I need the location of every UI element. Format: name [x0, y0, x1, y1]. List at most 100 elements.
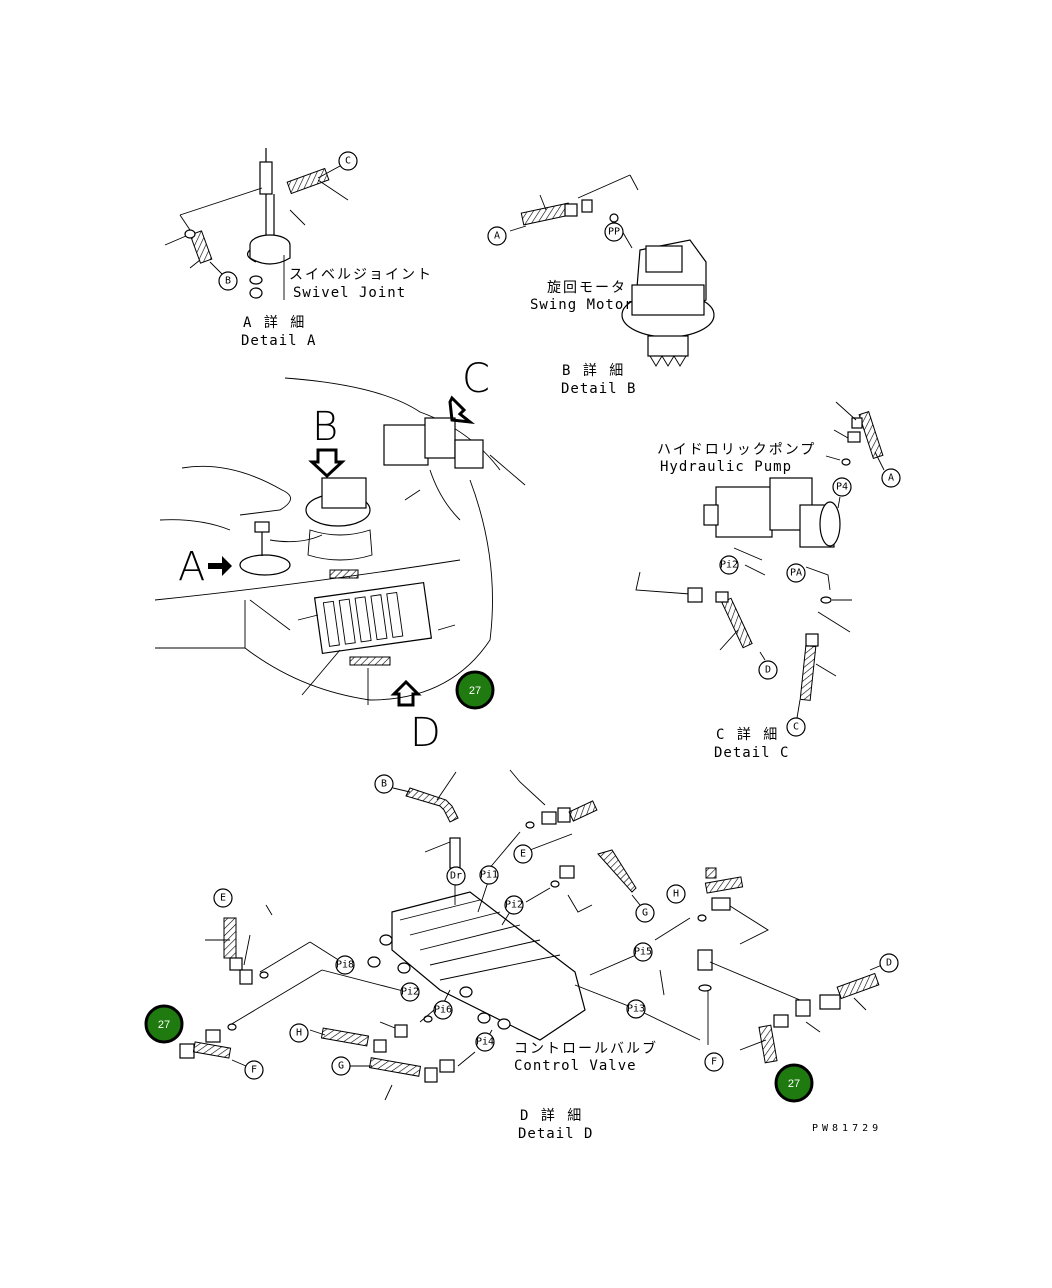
callout-c-circle [786, 717, 806, 737]
callout-c: C [345, 156, 351, 167]
detail-a-title-jp: A 詳 細 [243, 315, 306, 331]
callout-h-bottom: H [296, 1028, 302, 1039]
view-c-arrow [448, 395, 475, 425]
port-pi6: Pi6 [434, 1005, 452, 1016]
callout-b-circle [374, 774, 394, 794]
port-pi2-circle [504, 895, 524, 915]
badge-right-label: 27 [788, 1078, 800, 1090]
port-pi2: Pi2 [720, 560, 738, 571]
callout-b-circle [218, 271, 238, 291]
port-pi2: Pi2 [505, 900, 523, 911]
swing-motor-label-en: Swing Motor [530, 297, 634, 313]
callout-f-left: F [251, 1065, 257, 1076]
view-a-arrow [208, 556, 232, 576]
drawing-number: PW81729 [812, 1123, 882, 1134]
hydraulic-pump-label-en: Hydraulic Pump [660, 459, 792, 475]
port-pi1-circle [479, 865, 499, 885]
callout-d: D [765, 665, 771, 676]
control-valve-drawing [179, 769, 883, 1101]
detail-c: A P4 Pi2 PA D C ハイドロリックポンプ Hydraulic Pum… [635, 401, 901, 761]
callout-d-circle [879, 953, 899, 973]
port-pi2b: Pi2 [401, 987, 419, 998]
view-b-arrow [308, 448, 346, 479]
detail-d: B E G H E D H G F F Dr Pi1 Pi2 Pi5 Pi3 P… [179, 769, 899, 1142]
callout-h-top: H [673, 889, 679, 900]
detail-b: A PP 旋回モータ Swing Motor B 詳 細 Detail B [487, 174, 715, 397]
callout-g-top-circle [635, 903, 655, 923]
control-valve-label-jp: コントロールバルブ [514, 1040, 658, 1057]
port-pi3: Pi3 [627, 1004, 645, 1015]
callout-f-right: F [711, 1057, 717, 1068]
callout-e-left: E [220, 893, 226, 904]
callout-a-circle [881, 468, 901, 488]
callout-b: B [381, 779, 387, 790]
view-d-arrow [390, 679, 422, 707]
callout-c: C [793, 722, 799, 733]
callout-c-circle [338, 151, 358, 171]
port-pi5-circle [633, 942, 653, 962]
detail-b-title-jp: B 詳 細 [562, 363, 625, 379]
port-pi3-circle [626, 999, 646, 1019]
port-pi5: Pi5 [634, 947, 652, 958]
port-dr-circle [446, 866, 466, 886]
detail-a: C B スイベルジョイント Swivel Joint A 詳 細 Detail … [164, 148, 433, 349]
port-pi4-circle [475, 1032, 495, 1052]
callout-e-top: E [520, 849, 526, 860]
callout-e-top-circle [513, 844, 533, 864]
swivel-joint-label-en: Swivel Joint [293, 285, 406, 301]
badge-left-label: 27 [158, 1019, 170, 1031]
callout-d: D [886, 958, 892, 969]
hydraulic-pump-label-jp: ハイドロリックポンプ [657, 442, 816, 458]
view-d-label: D [410, 710, 441, 756]
port-pa: PA [790, 568, 802, 579]
detail-d-title-en: Detail D [518, 1126, 593, 1142]
port-pa-circle [786, 563, 806, 583]
badge-overview[interactable]: 27 [455, 670, 495, 710]
swivel-joint-drawing [164, 148, 349, 300]
port-pi8: Pi8 [336, 960, 354, 971]
swivel-joint-label-jp: スイベルジョイント [289, 267, 433, 283]
badge-overview-circle[interactable] [455, 670, 495, 710]
hydraulic-pump-drawing [635, 401, 885, 719]
detail-a-title-en: Detail A [241, 333, 316, 349]
port-pi8-circle [335, 955, 355, 975]
port-pi1: Pi1 [480, 870, 498, 881]
port-pi6-circle [433, 1000, 453, 1020]
port-pi4: Pi4 [476, 1037, 494, 1048]
callout-d-circle [758, 660, 778, 680]
callout-b: B [225, 276, 231, 287]
callout-f-left-circle [244, 1060, 264, 1080]
machine-overview: A B C D [154, 356, 526, 756]
view-c-label: C [462, 356, 490, 402]
detail-d-title-jp: D 詳 細 [520, 1108, 583, 1124]
callout-a-circle [487, 226, 507, 246]
swing-motor-label-jp: 旋回モータ [547, 280, 627, 296]
callout-f-right-circle [704, 1052, 724, 1072]
badge-overview-label: 27 [469, 685, 481, 697]
port-p4: P4 [836, 482, 848, 493]
callout-a: A [888, 473, 894, 484]
port-dr: Dr [450, 871, 462, 882]
port-p4-circle [832, 477, 852, 497]
callout-h-top-circle [666, 884, 686, 904]
detail-b-title-en: Detail B [561, 381, 636, 397]
callout-g-top: G [642, 908, 648, 919]
detail-c-title-jp: C 詳 細 [716, 727, 779, 743]
callout-h-bottom-circle [289, 1023, 309, 1043]
control-valve-label-en: Control Valve [514, 1058, 637, 1074]
callout-a: A [494, 231, 500, 242]
overview-control-valve [313, 569, 456, 666]
badge-right-circle[interactable] [774, 1063, 814, 1103]
port-pi2-circle [719, 555, 739, 575]
port-pp: PP [608, 227, 620, 238]
port-pp-circle [604, 222, 624, 242]
callout-e-left-circle [213, 888, 233, 908]
overview-drawing [154, 377, 526, 705]
view-b-label: B [312, 404, 338, 450]
badge-left[interactable]: 27 [144, 1004, 184, 1044]
detail-c-title-en: Detail C [714, 745, 789, 761]
badge-right[interactable]: 27 [774, 1063, 814, 1103]
view-a-label: A [178, 544, 205, 590]
badge-left-circle[interactable] [144, 1004, 184, 1044]
